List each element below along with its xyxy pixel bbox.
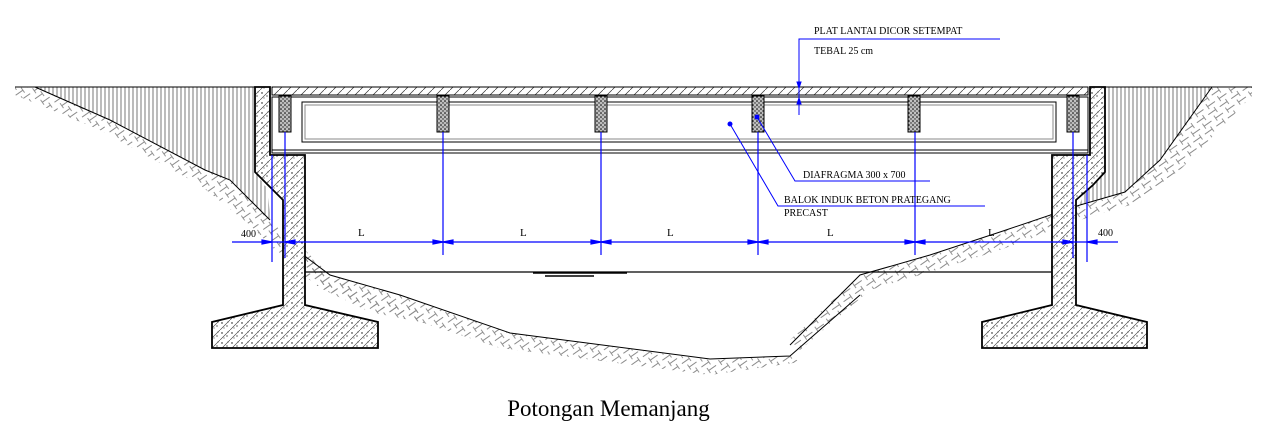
dimension-lines [232,132,1118,262]
dim-span-2: L [520,227,527,239]
dim-span-5: L [988,227,995,239]
left-abutment [211,86,379,349]
right-abutment [981,86,1148,349]
diaphragm [278,95,292,133]
precast-girder [271,96,1089,154]
diaphragm [594,95,608,133]
drawing-title-text: Potongan Memanjang [507,396,710,421]
annotation-leaders [727,38,1000,207]
girder-label-line1: BALOK INDUK BETON PRATEGANG [784,195,951,206]
diaphragm [907,95,921,133]
dim-span-3: L [667,227,674,239]
diaphragm [436,95,450,133]
girder-label-line2: PRECAST [784,208,828,219]
left-embankment [15,86,420,322]
diaphragm [1066,95,1080,133]
slab-label-line2: TEBAL 25 cm [814,46,873,57]
deck-slab [271,86,1089,98]
drawing-title: Potongan Memanjang [0,396,1267,422]
dim-right-offset: 400 [1098,228,1113,239]
diaphragm-label: DIAFRAGMA 300 x 700 [803,170,906,181]
river-bed [285,244,1060,375]
dim-left-offset: 400 [241,229,256,240]
dim-span-1: L [358,227,365,239]
dim-span-4: L [827,227,834,239]
labels: PLAT LANTAI DICOR SETEMPAT TEBAL 25 cm D… [241,26,1113,240]
slab-label-line1: PLAT LANTAI DICOR SETEMPAT [814,26,962,37]
